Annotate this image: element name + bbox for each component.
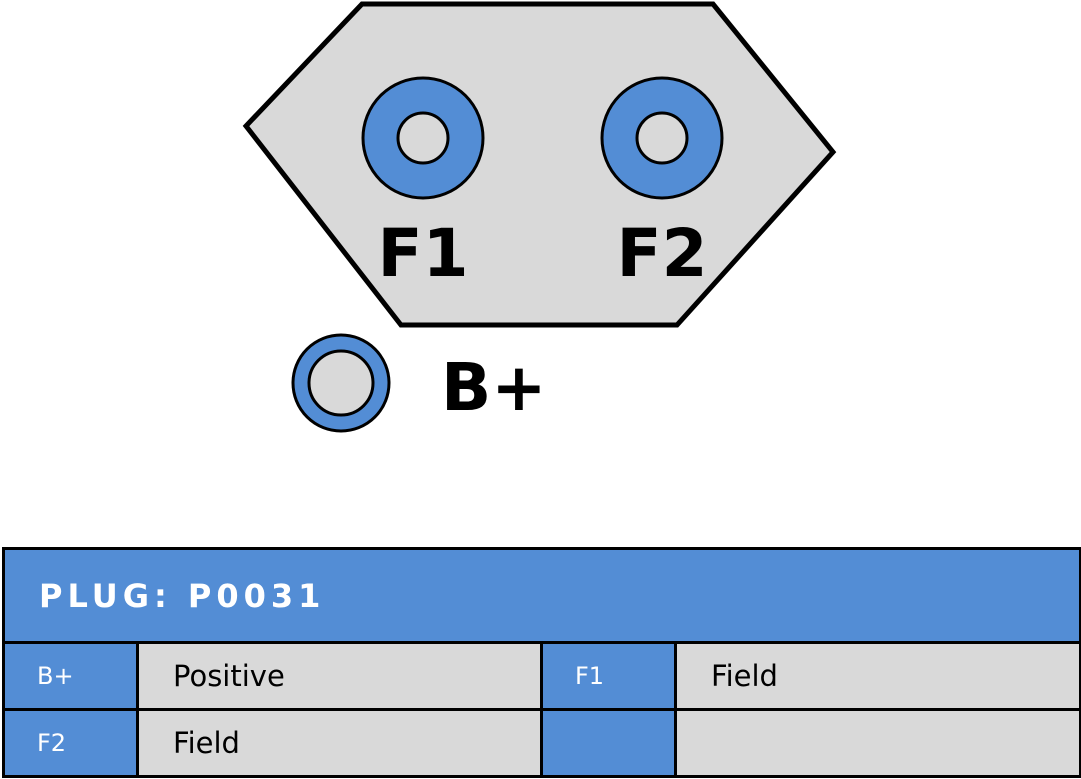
pin-cell: B+ [2,641,139,711]
desc-cell [673,708,1081,778]
table-row: B+ Positive F1 Field [2,641,1081,711]
plug-title: PLUG: P0031 [1,547,1081,644]
pinout-table: PLUG: P0031 B+ Positive F1 Field F2 Fiel… [1,547,1081,778]
table-header-row: PLUG: P0031 [1,547,1081,644]
terminal-b-plus-label: B+ [441,349,547,426]
terminal-f2-label: F2 [616,215,707,292]
terminal-f1: F1 [361,76,485,292]
pin-cell: F1 [540,641,677,711]
pin-cell: F2 [2,708,139,778]
terminal-f1-hole [396,111,450,165]
terminal-b-plus-hole [307,349,375,417]
desc-cell: Field [136,708,543,778]
terminal-f2-hole [635,111,689,165]
desc-cell: Positive [136,641,543,711]
connector-housing [242,1,837,328]
terminal-b-plus: B+ [291,333,547,433]
connector-diagram: F1 F2 B+ [242,1,837,433]
desc-cell: Field [673,641,1081,711]
terminal-f1-label: F1 [377,215,468,292]
pin-cell [540,708,677,778]
table-row: F2 Field [2,708,1081,778]
terminal-f2: F2 [600,76,724,292]
